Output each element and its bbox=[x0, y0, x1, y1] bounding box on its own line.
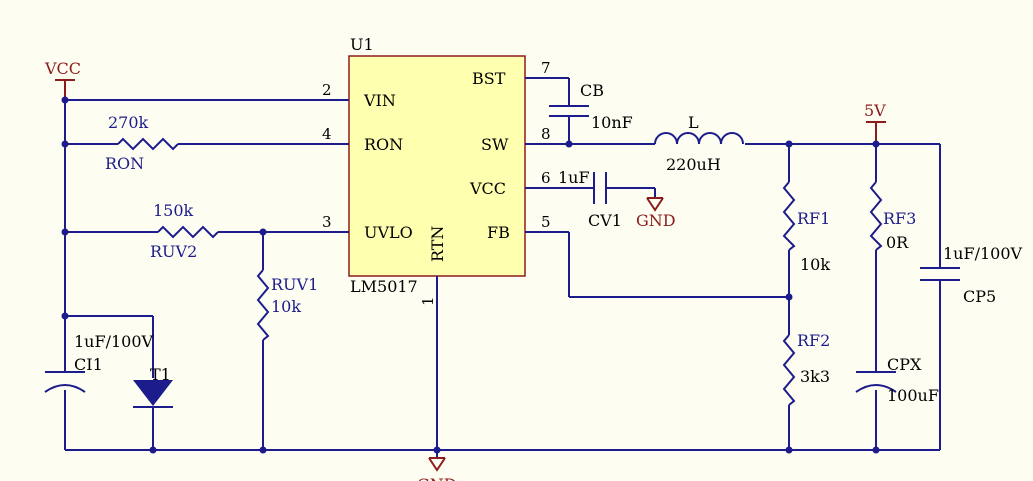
capacitor-cpx: CPX 100uF bbox=[855, 355, 939, 405]
pin-name-sw: SW bbox=[481, 135, 509, 154]
5v-label: 5V bbox=[864, 101, 886, 120]
pin-num-bst: 7 bbox=[541, 59, 551, 77]
5v-power-port: 5V bbox=[864, 101, 886, 143]
resistor-rf2: RF2 3k3 bbox=[782, 331, 830, 406]
ground-symbol-main: GND bbox=[417, 457, 457, 481]
rf1-value: 10k bbox=[800, 255, 830, 274]
pin-name-fb: FB bbox=[487, 223, 510, 242]
t1-ref: T1 bbox=[150, 365, 171, 384]
ron-ref: RON bbox=[105, 154, 144, 173]
cv1-value: 1uF bbox=[558, 168, 590, 187]
pin-name-vin: VIN bbox=[363, 91, 396, 110]
pin-num-sw: 8 bbox=[541, 125, 551, 143]
l-value: 220uH bbox=[666, 155, 721, 174]
ruv2-ref: RUV2 bbox=[150, 242, 197, 261]
inductor-l: L 220uH bbox=[654, 113, 744, 174]
vcc-label: VCC bbox=[44, 59, 81, 78]
ruv1-value: 10k bbox=[271, 297, 301, 316]
pin-name-uvlo: UVLO bbox=[364, 223, 413, 242]
vcc-power-port: VCC bbox=[44, 59, 81, 100]
gnd-label-cv1: GND bbox=[636, 211, 676, 230]
ci1-value: 1uF/100V bbox=[74, 332, 154, 351]
cb-ref: CB bbox=[580, 81, 604, 100]
pin-num-fb: 5 bbox=[541, 213, 551, 231]
capacitor-cb: CB 10nF bbox=[549, 81, 633, 132]
pin-num-rtn: 1 bbox=[419, 296, 437, 306]
ic-designator: U1 bbox=[350, 35, 374, 54]
ic-u1: U1 LM5017 VIN RON UVLO BST SW VCC FB RTN… bbox=[316, 35, 558, 310]
l-ref: L bbox=[688, 113, 699, 132]
junctions bbox=[61, 96, 880, 454]
gnd-label-main: GND bbox=[417, 475, 457, 481]
resistor-ruv2: 150k RUV2 bbox=[150, 201, 219, 261]
pin-num-ron: 4 bbox=[322, 125, 332, 143]
rf3-ref: RF3 bbox=[883, 209, 916, 228]
rf2-ref: RF2 bbox=[797, 331, 830, 350]
ruv1-ref: RUV1 bbox=[271, 275, 318, 294]
resistor-ruv1: RUV1 10k bbox=[256, 269, 318, 341]
ci1-ref: CI1 bbox=[74, 355, 103, 374]
pin-name-rtn: RTN bbox=[428, 226, 447, 262]
ground-symbol-cv1: GND bbox=[636, 197, 676, 230]
ic-part-number: LM5017 bbox=[350, 277, 418, 296]
resistor-rf1: RF1 10k bbox=[782, 181, 830, 274]
diode-t1: T1 bbox=[133, 365, 173, 408]
cp5-value: 1uF/100V bbox=[943, 244, 1023, 263]
cp5-ref: CP5 bbox=[963, 287, 996, 306]
ron-value: 270k bbox=[108, 113, 149, 132]
cb-value: 10nF bbox=[591, 113, 633, 132]
pin-num-vin: 2 bbox=[322, 81, 332, 99]
rf3-value: 0R bbox=[886, 233, 909, 252]
pin-num-vcc: 6 bbox=[541, 169, 551, 187]
rf1-ref: RF1 bbox=[797, 209, 830, 228]
cpx-value: 100uF bbox=[887, 386, 939, 405]
cpx-ref: CPX bbox=[887, 355, 922, 374]
rf2-value: 3k3 bbox=[800, 367, 830, 386]
resistor-ron: 270k RON bbox=[105, 113, 179, 173]
ruv2-value: 150k bbox=[153, 201, 194, 220]
pin-name-ron: RON bbox=[364, 135, 403, 154]
capacitor-cv1: 1uF CV1 bbox=[558, 168, 622, 230]
cv1-ref: CV1 bbox=[588, 211, 622, 230]
capacitor-cp5: 1uF/100V CP5 bbox=[920, 244, 1023, 306]
capacitor-ci1: 1uF/100V CI1 bbox=[44, 332, 154, 393]
pin-num-uvlo: 3 bbox=[322, 213, 332, 231]
pin-name-bst: BST bbox=[472, 69, 506, 88]
resistor-rf3: RF3 0R bbox=[869, 181, 916, 252]
pin-name-vcc: VCC bbox=[469, 179, 506, 198]
